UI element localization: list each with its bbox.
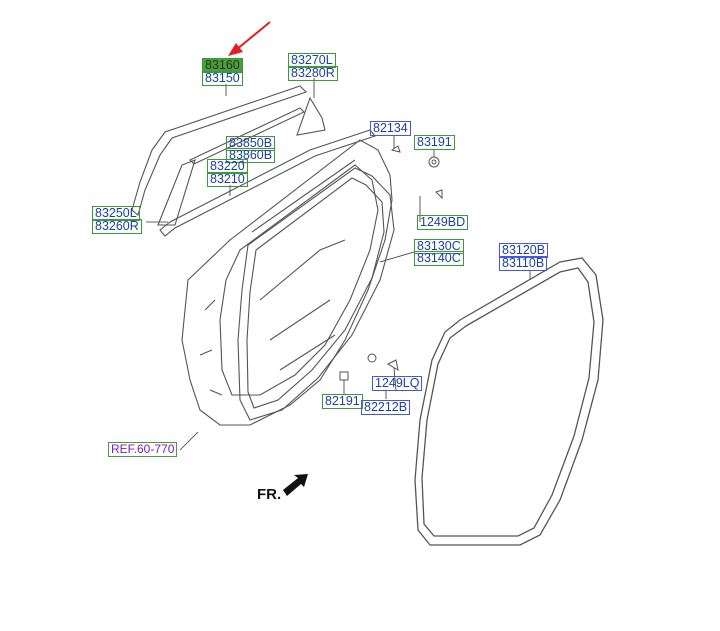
callout-83210[interactable]: 83210 xyxy=(207,172,248,187)
callout-83860B[interactable]: 83860B xyxy=(226,148,276,163)
callout-83150[interactable]: 83150 xyxy=(202,71,243,86)
callout-82134[interactable]: 82134 xyxy=(370,121,411,136)
fasteners xyxy=(339,145,443,381)
callout-83270L[interactable]: 83270L xyxy=(288,53,336,68)
callout-83250L[interactable]: 83250L xyxy=(92,206,140,221)
belt-moulding xyxy=(157,96,326,226)
body-weatherstrip xyxy=(414,257,604,546)
callout-1249LQ[interactable]: 1249LQ xyxy=(372,376,423,391)
callout-83280R[interactable]: 83280R xyxy=(288,66,338,81)
front-direction-label: FR. xyxy=(257,486,282,503)
callout-83110B[interactable]: 83110B xyxy=(499,256,548,271)
callout-82191[interactable]: 82191 xyxy=(322,394,363,409)
callout-83160[interactable]: 83160 xyxy=(202,58,243,73)
door-panel xyxy=(181,139,393,426)
callout-82212B[interactable]: 82212B xyxy=(361,400,411,415)
front-direction-arrow xyxy=(283,474,308,496)
callout-83140C[interactable]: 83140C xyxy=(414,251,464,266)
callout-1249BD[interactable]: 1249BD xyxy=(417,215,469,230)
callout-ref-60-770[interactable]: REF.60-770 xyxy=(108,442,178,457)
callout-83260R[interactable]: 83260R xyxy=(92,219,142,234)
door-weatherstrip xyxy=(237,167,395,421)
callout-83120B[interactable]: 83120B xyxy=(499,243,549,258)
callout-83191[interactable]: 83191 xyxy=(414,135,455,150)
window-channel xyxy=(131,85,376,237)
selection-arrow xyxy=(228,21,271,56)
callout-83850B[interactable]: 83850B xyxy=(226,136,276,151)
callout-83130C[interactable]: 83130C xyxy=(414,239,464,254)
callout-83220[interactable]: 83220 xyxy=(207,159,248,174)
